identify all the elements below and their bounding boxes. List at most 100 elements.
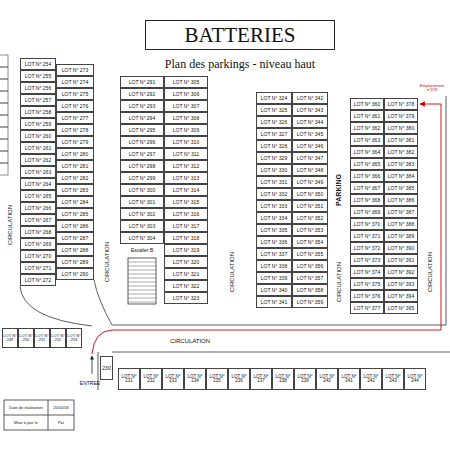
lot-number: LOT N° 317 [173, 224, 199, 229]
lot-number: LOT N° 355 [297, 252, 323, 257]
parking-lot: LOT N° 307 [164, 100, 208, 112]
parking-lot: LOT N° 299 [120, 172, 164, 184]
stair-tread [128, 302, 156, 303]
parking-lot: LOT N° 338 [256, 260, 292, 272]
parking-lot: LOT N° 322 [164, 280, 208, 292]
parking-lot: LOT N° 395 [384, 302, 418, 314]
lot-number: LOT N° 381 [388, 138, 414, 143]
lot-number: LOT N° 304 [129, 236, 155, 241]
lot-number: LOT N° 299 [129, 176, 155, 181]
parking-lot: LOT N° 305 [164, 76, 208, 88]
parking-lot: LOT N° 316 [164, 208, 208, 220]
parking-lot: LOT N° 314 [164, 184, 208, 196]
parking-lot: LOT N° 268 [20, 226, 56, 238]
lot-number: LOT N° 275 [62, 92, 88, 97]
lot-number: LOT N° 390 [388, 246, 414, 251]
parking-lot: LOT N° 394 [384, 290, 418, 302]
parking-lot: LOT N° 324 [256, 92, 292, 104]
parking-stall [0, 139, 8, 151]
info-table [4, 400, 74, 430]
stair-tread [128, 266, 156, 267]
lot-number: LOT N° 352 [297, 216, 323, 221]
lot-number: LOT N° 334 [261, 216, 287, 221]
parking-lot: LOT N° 278 [56, 124, 94, 136]
parking-lot: LOT N° 346 [292, 140, 328, 152]
parking-lot: LOT N° 231 [118, 368, 140, 390]
parking-lot: LOT N° 252 [50, 328, 66, 348]
lot-number: LOT N° 328 [261, 144, 287, 149]
parking-lot: LOT N° 340 [256, 284, 292, 296]
parking-lot: LOT N° 341 [256, 296, 292, 308]
lot-number: LOT N° 314 [173, 188, 199, 193]
lot-number: LOT N° 375 [354, 282, 380, 287]
parking-lot: LOT N° 232 [140, 368, 162, 390]
lot-number: LOT N° 302 [129, 212, 155, 217]
parking-stall [0, 67, 8, 79]
lot-number: LOT N° 244 [405, 375, 425, 384]
lot-number: LOT N° 312 [173, 164, 199, 169]
parking-lot: LOT N° 362 [350, 122, 384, 134]
lot-number: LOT N° 367 [354, 186, 380, 191]
lot-number: LOT N° 277 [62, 116, 88, 121]
parking-lot: LOT N° 279 [56, 136, 94, 148]
parking-lot: LOT N° 386 [384, 194, 418, 206]
lot-number: LOT N° 363 [354, 138, 380, 143]
parking-lot: LOT N° 380 [384, 122, 418, 134]
lot-number: LOT N° 357 [297, 276, 323, 281]
map-label: CIRCULATION [427, 252, 433, 292]
parking-lot: LOT N° 325 [256, 104, 292, 116]
stair-tread [128, 290, 156, 291]
parking-lot: LOT N° 342 [292, 92, 328, 104]
parking-lot: LOT N° 298 [120, 160, 164, 172]
lot-number: LOT N° 294 [129, 116, 155, 121]
parking-lot: LOT N° 318 [164, 232, 208, 244]
parking-lot: LOT N° 269 [20, 238, 56, 250]
parking-lot: LOT N° 239 [294, 368, 316, 390]
parking-lot: LOT N° 308 [164, 112, 208, 124]
parking-lot: LOT N° 390 [384, 242, 418, 254]
parking-lot: LOT N° 250 [18, 328, 34, 348]
lane-edge [112, 352, 450, 353]
parking-lot: LOT N° 367 [350, 182, 384, 194]
lot-number: LOT N° 252 [51, 334, 65, 342]
lane-edge [94, 280, 112, 325]
lot-number: LOT N° 303 [129, 224, 155, 229]
parking-lot: LOT N° 242 [360, 368, 382, 390]
parking-lot: LOT N° 270 [20, 250, 56, 262]
lot-number: LOT N° 285 [62, 212, 88, 217]
lot-number: LOT N° 284 [62, 200, 88, 205]
lot-number: LOT N° 235 [207, 375, 227, 384]
parking-lot: LOT N° 241 [338, 368, 360, 390]
parking-lot: LOT N° 259 [20, 118, 56, 130]
parking-lot: LOT N° 326 [256, 116, 292, 128]
lot-number: LOT N° 342 [297, 96, 323, 101]
parking-lot: LOT N° 372 [350, 242, 384, 254]
lot-number: LOT N° 380 [388, 126, 414, 131]
parking-lot: LOT N° 347 [292, 152, 328, 164]
stair-tread [128, 282, 156, 283]
lot-number: LOT N° 311 [173, 152, 199, 157]
parking-lot: LOT N° 393 [384, 278, 418, 290]
parking-lot: LOT N° 243 [382, 368, 404, 390]
lot-number: LOT N° 343 [297, 108, 323, 113]
parking-lot: LOT N° 264 [20, 178, 56, 190]
parking-lot: LOT N° 361 [350, 110, 384, 122]
lot-number: LOT N° 321 [173, 272, 199, 277]
parking-lot: LOT N° 321 [164, 268, 208, 280]
lot-number: LOT N° 305 [173, 80, 199, 85]
parking-lot: LOT N° 353 [292, 224, 328, 236]
stair-tread [128, 270, 156, 271]
lot-number: LOT N° 383 [388, 162, 414, 167]
parking-lot: LOT N° 335 [256, 224, 292, 236]
lot-number: LOT N° 239 [295, 375, 315, 384]
parking-lot: LOT N° 365 [350, 158, 384, 170]
parking-lot: LOT N° 238 [272, 368, 294, 390]
lot-number: LOT N° 384 [388, 174, 414, 179]
lot-number: LOT N° 263 [25, 170, 51, 175]
lot-number: LOT N° 300 [129, 188, 155, 193]
lot-number: LOT N° 272 [25, 278, 51, 283]
lot-number: LOT N° 301 [129, 200, 155, 205]
lot-number: LOT N° 362 [354, 126, 380, 131]
lot-number: LOT N° 325 [261, 108, 287, 113]
lot-number: LOT N° 316 [173, 212, 199, 217]
